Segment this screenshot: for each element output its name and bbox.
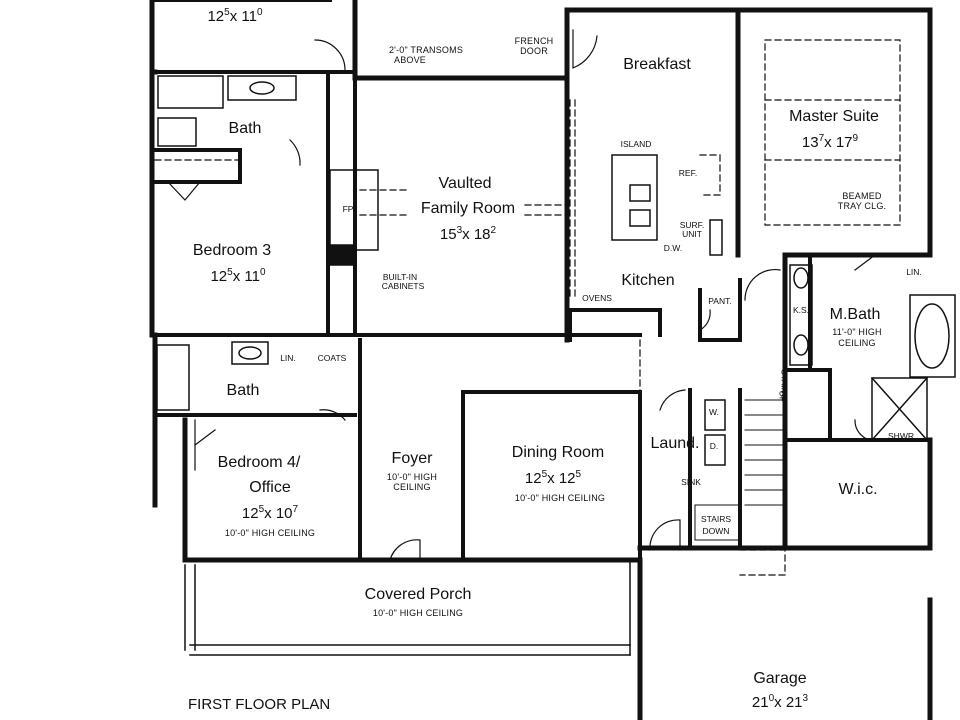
- garage-dims: 210x 213: [751, 693, 809, 711]
- french-door-label-2: DOOR: [520, 46, 548, 56]
- washer-label: W.: [709, 407, 719, 417]
- linen-label-2: LIN.: [906, 267, 922, 277]
- porch-rail: [184, 559, 631, 656]
- master-note-2: TRAY CLG.: [837, 201, 887, 211]
- bedroom4-label-2: Office: [249, 479, 291, 496]
- dw-label: D.W.: [663, 243, 683, 253]
- surf-unit-label-2: UNIT: [682, 229, 702, 239]
- fixtures: [156, 75, 956, 466]
- breakfast-label: Breakfast: [623, 56, 691, 73]
- sink-label: SINK: [681, 477, 701, 487]
- dining-room-label: Dining Room: [511, 444, 605, 461]
- kitchen-label: Kitchen: [621, 272, 675, 289]
- stairs: [694, 399, 786, 541]
- plan-title: FIRST FLOOR PLAN: [188, 696, 331, 713]
- stairs-down-label-2: DOWN: [702, 526, 730, 536]
- bath2-label: Bath: [226, 382, 260, 399]
- family-room-label-1: Vaulted: [438, 175, 492, 192]
- dining-room-note: 10'-0" HIGH CEILING: [514, 493, 606, 503]
- dashed-lines: [154, 39, 901, 576]
- bedroom4-label-1: Bedroom 4/: [217, 454, 301, 471]
- foyer-note-2: CEILING: [393, 482, 431, 492]
- top-left-room-dims: 125x 110: [207, 7, 263, 25]
- master-note-1: BEAMED: [842, 191, 882, 201]
- door-swings: [167, 29, 876, 561]
- shower-label: SHWR: [888, 431, 914, 441]
- bedroom4-dims: 125x 107: [241, 504, 299, 522]
- covered-porch-label: Covered Porch: [364, 586, 472, 603]
- coats-label: COATS: [317, 353, 347, 363]
- transoms-label-2: ABOVE: [393, 55, 427, 65]
- built-in-label-2: CABINETS: [381, 281, 425, 291]
- master-suite-dims: 137x 179: [801, 133, 859, 151]
- family-room-label-2: Family Room: [420, 200, 516, 217]
- ovens-label: OVENS: [582, 293, 612, 303]
- foyer-label: Foyer: [391, 450, 433, 467]
- transoms-label-1: 2'-0" TRANSOMS: [388, 45, 464, 55]
- mbath-note-2: CEILING: [838, 338, 876, 348]
- wic-label: W.i.c.: [838, 481, 878, 498]
- bedroom3-dims: 125x 110: [210, 267, 266, 285]
- french-door-label-1: FRENCH: [514, 36, 554, 46]
- linen-label: LIN.: [280, 353, 296, 363]
- foyer-note-1: 10'-0" HIGH: [386, 472, 438, 482]
- dryer-label: D.: [709, 441, 719, 451]
- stairs-down-label-1: STAIRS: [700, 514, 732, 524]
- top-bath-label: Bath: [228, 120, 262, 137]
- master-suite-label: Master Suite: [789, 108, 879, 125]
- ref-label: REF.: [678, 168, 698, 178]
- mbath-note-1: 11'-0" HIGH: [832, 327, 882, 337]
- mbath-label: M.Bath: [829, 306, 881, 323]
- ks-label: K.S.: [792, 305, 810, 315]
- island-label: ISLAND: [620, 139, 652, 149]
- covered-porch-note: 10'-0" HIGH CEILING: [372, 608, 464, 618]
- bedroom4-note: 10'-0" HIGH CEILING: [224, 528, 316, 538]
- surf-unit-label-1: SURF.: [679, 220, 705, 230]
- laundry-label: Laund.: [650, 435, 700, 452]
- built-in-label-1: BUILT-IN: [382, 272, 418, 282]
- dining-room-dims: 125x 125: [524, 469, 582, 487]
- stairs-up-label-2: UP: [777, 390, 788, 403]
- pantry-label: PANT.: [708, 296, 732, 306]
- fireplace-label: FP: [342, 204, 354, 214]
- bedroom3-label: Bedroom 3: [192, 242, 272, 259]
- garage-label: Garage: [753, 670, 807, 687]
- family-room-dims: 153x 182: [439, 225, 497, 243]
